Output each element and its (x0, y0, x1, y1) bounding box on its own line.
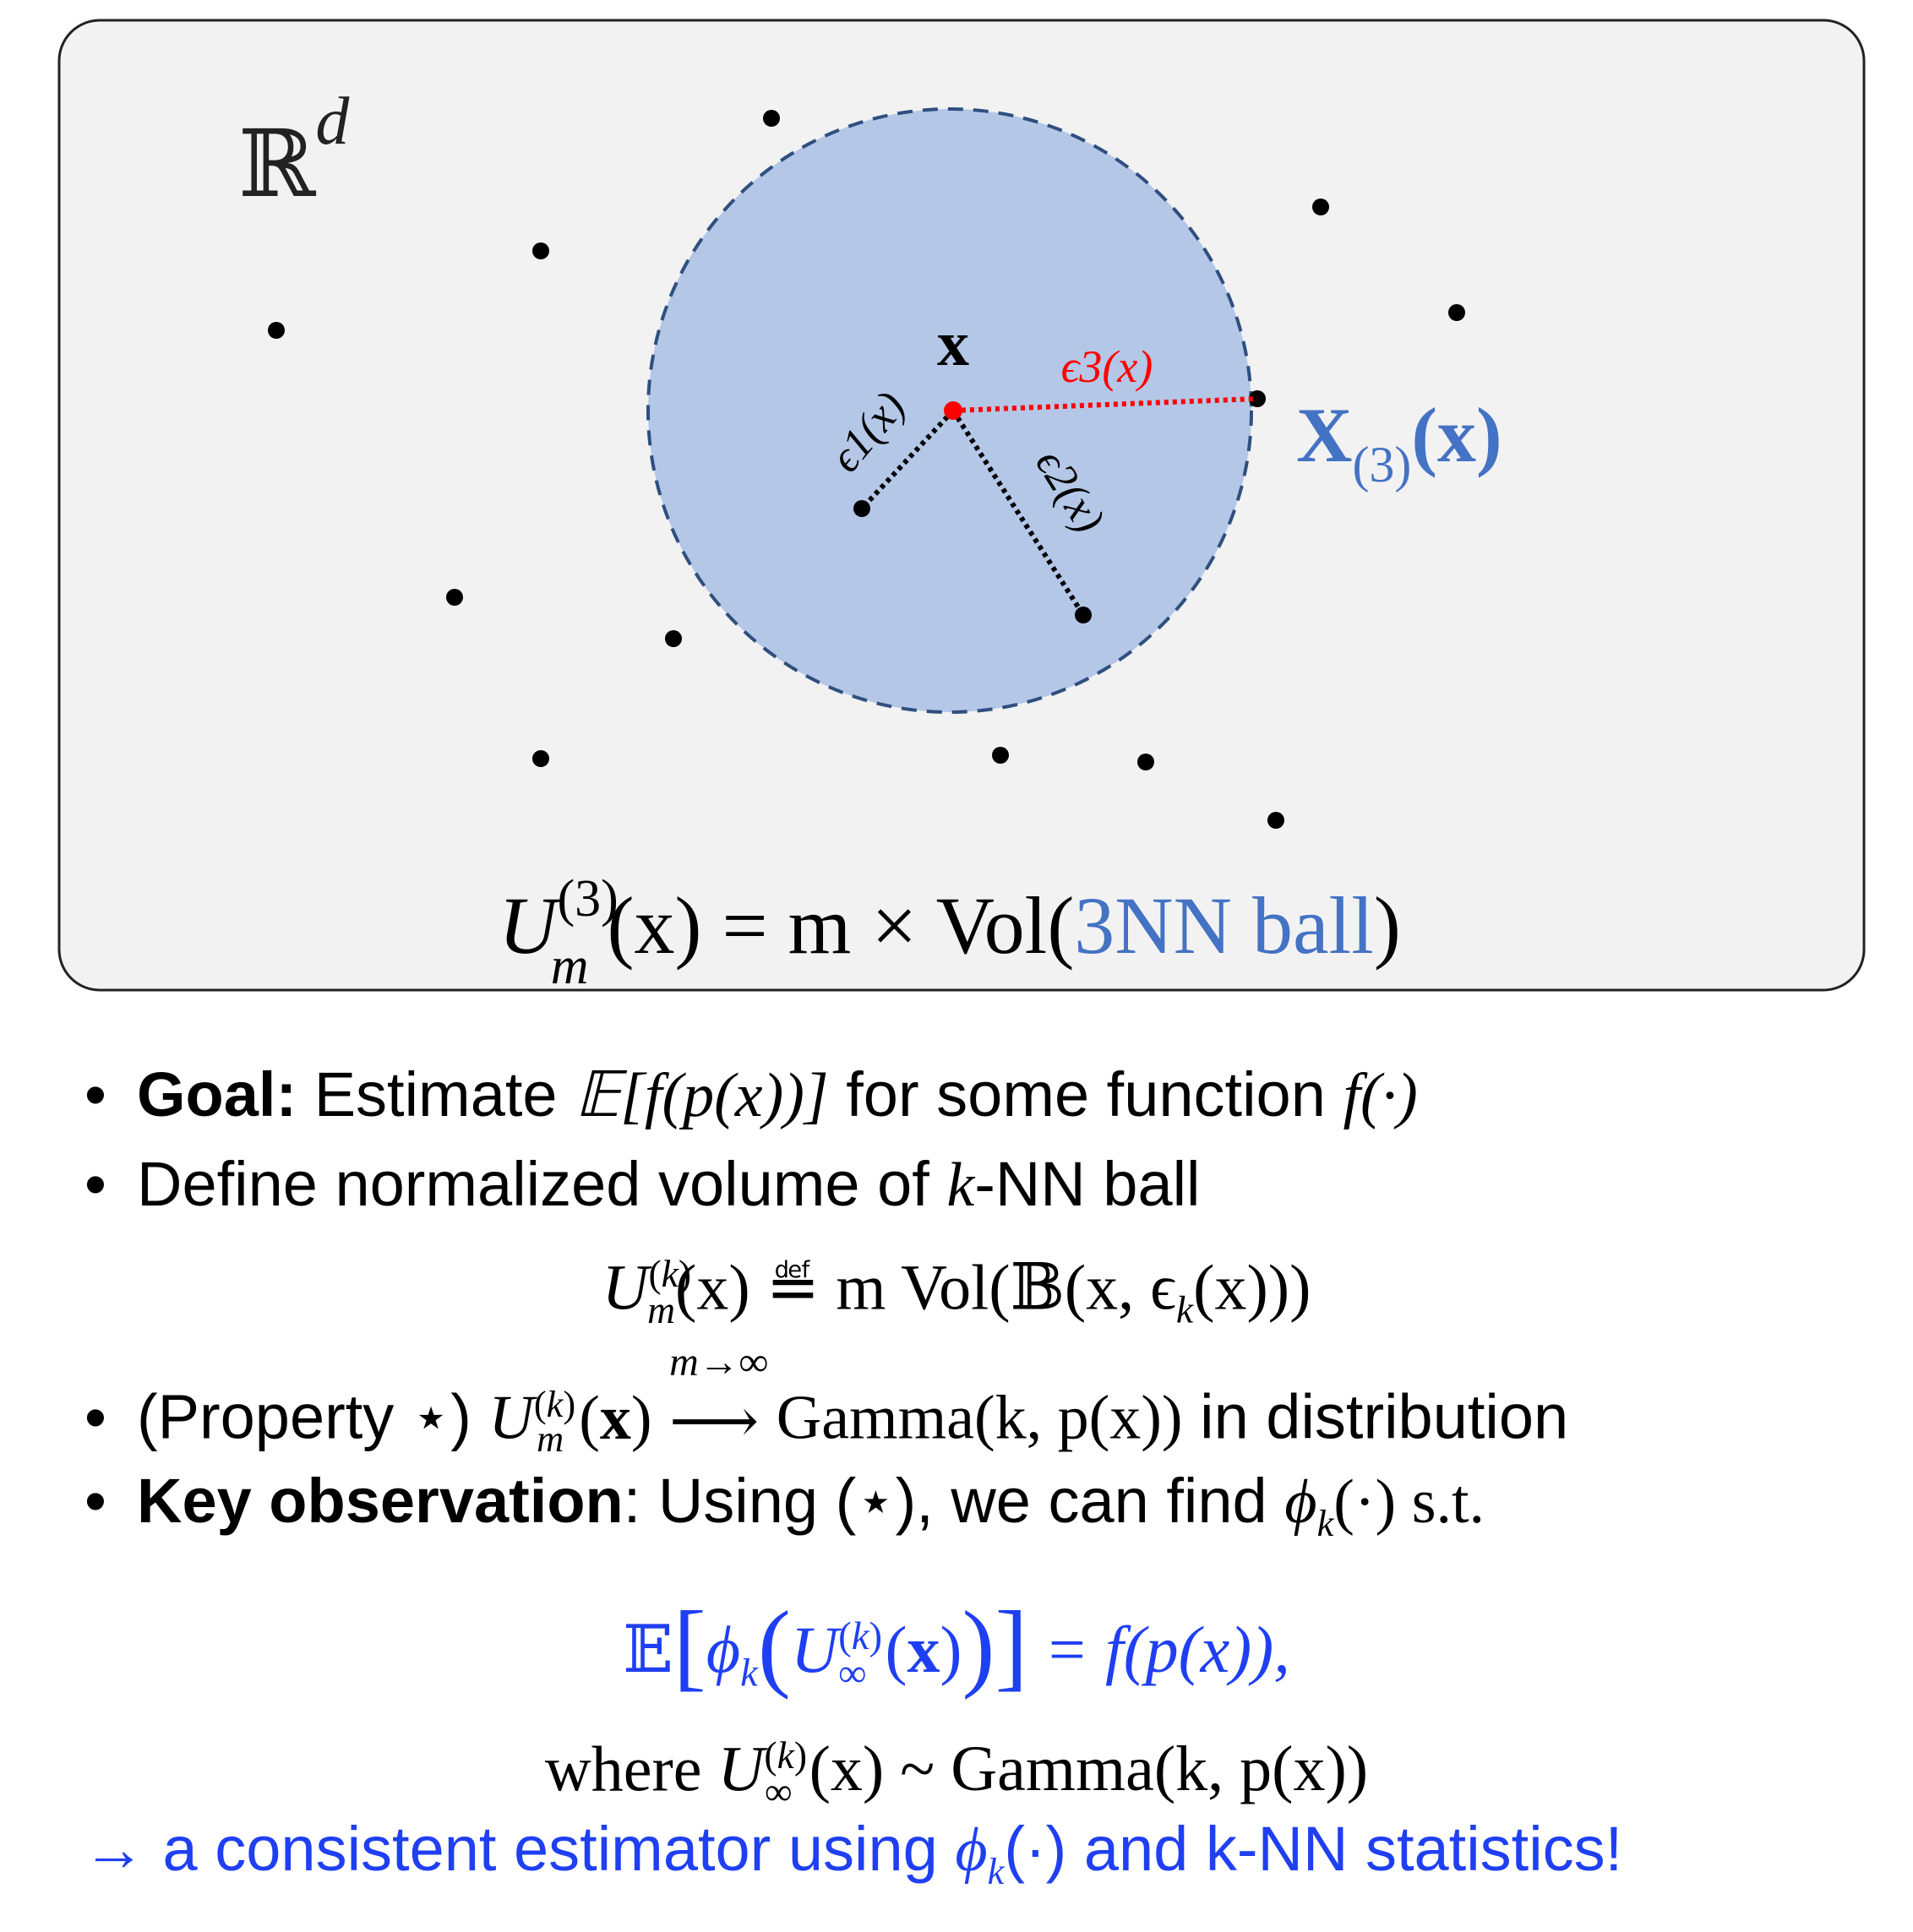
key-tail: (·) s.t. (1333, 1467, 1485, 1537)
where-line: where U(k)∞(x) ~ Gamma(k, p(x)) (544, 1733, 1369, 1813)
goal-text: Estimate (313, 1059, 558, 1129)
define-tail: -NN ball (974, 1149, 1201, 1219)
bullet-dot: • (84, 1381, 106, 1452)
property-tail: in distribution (1200, 1381, 1569, 1452)
goal-expression: 𝔼[f(p(x))] (575, 1061, 829, 1130)
convergence-arrow: m→∞⟶ (669, 1339, 768, 1456)
knn-ball-diagram: ℝd x ϵ3(x) ϵ1(x) ϵ2(x) X(3)(x) U(3)m(x) … (57, 19, 1866, 995)
bullet-dot: • (84, 1059, 106, 1129)
goal-function: f(·) (1343, 1061, 1418, 1130)
data-point (992, 747, 1009, 764)
bullet-key: • Key observation: Using (⋆), we can find… (84, 1466, 1485, 1544)
bullet-goal: • Goal: Estimate 𝔼[f(p(x))] for some func… (84, 1059, 1418, 1130)
data-point (665, 630, 682, 647)
data-point (1448, 304, 1465, 321)
eps2-segment (951, 409, 1086, 617)
eps3-segment (952, 396, 1258, 413)
data-point (532, 750, 549, 767)
bullet-dot: • (84, 1466, 106, 1536)
data-point (763, 110, 780, 127)
data-point (532, 242, 549, 259)
query-point (944, 401, 962, 420)
define-k: k (946, 1151, 975, 1220)
definition-equation: U(k)m(x) ≝ m Vol(𝔹(x, ϵk(x))) (602, 1252, 1311, 1331)
goal-label: Goal: (137, 1059, 297, 1129)
data-point (446, 589, 463, 606)
space-label: ℝd (238, 84, 350, 216)
bullet-define: • Define normalized volume of k-NN ball (84, 1149, 1201, 1219)
property-u: U (488, 1383, 534, 1453)
data-point (1137, 754, 1154, 770)
key-label: Key observation (137, 1466, 624, 1536)
define-text: Define normalized volume of (137, 1149, 929, 1219)
bullet-dot: • (84, 1149, 106, 1219)
expectation-equation: 𝔼[ϕk(U(k)∞(x))] = f(p(x)), (623, 1592, 1290, 1701)
query-label: x (937, 308, 969, 379)
bullet-property: •(Property ⋆) U(k)m(x) m→∞⟶ Gamma(k, p(x… (84, 1339, 1569, 1461)
data-point (1312, 199, 1329, 215)
property-rhs: Gamma(k, p(x)) (776, 1383, 1183, 1453)
data-point (1267, 812, 1284, 829)
neighbor-label: X(3)(x) (1296, 392, 1502, 493)
data-points (268, 110, 1465, 829)
volume-formula: U(3)m(x) = m × Vol(3NN ball) (499, 870, 1401, 995)
property-label: (Property ⋆) (137, 1381, 471, 1452)
data-point (268, 322, 285, 339)
goal-tail: for some function (846, 1059, 1326, 1129)
conclusion-line: → a consistent estimator using ϕk(·) and… (83, 1814, 1623, 1892)
eps1-segment (859, 408, 956, 511)
neighbor-2 (1075, 607, 1092, 623)
eps3-label: ϵ3(x) (1061, 341, 1153, 392)
key-text: : Using (⋆), we can find (623, 1466, 1267, 1536)
key-fn: ϕ (1284, 1467, 1317, 1537)
